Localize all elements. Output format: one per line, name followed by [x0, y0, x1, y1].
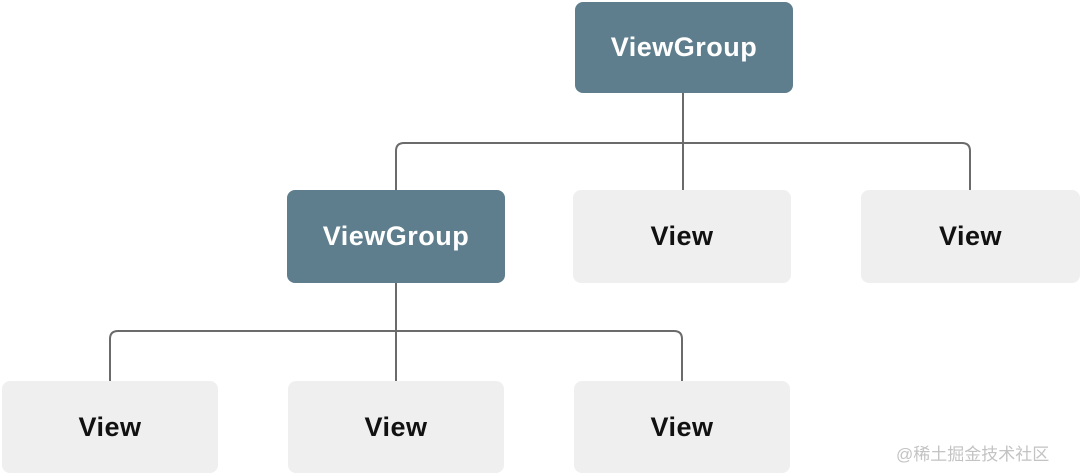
node-root-viewgroup: ViewGroup [575, 2, 793, 93]
node-level3-view-right: View [574, 381, 790, 473]
node-label: View [650, 411, 714, 442]
node-level2-view-right: View [861, 190, 1080, 283]
node-label: ViewGroup [610, 32, 758, 62]
connector-level3-branch [109, 330, 683, 381]
connector-level2-branch [395, 142, 971, 190]
node-level2-viewgroup: ViewGroup [287, 190, 505, 283]
watermark: @稀土掘金技术社区 [896, 445, 1050, 464]
node-level3-view-middle: View [288, 381, 504, 473]
node-label: ViewGroup [322, 221, 470, 251]
node-level2-view-middle: View [573, 190, 791, 283]
node-label: View [938, 221, 1003, 251]
node-label: View [364, 411, 428, 442]
node-label: View [650, 221, 714, 251]
node-label: View [78, 411, 142, 442]
node-level3-view-left: View [2, 381, 218, 473]
